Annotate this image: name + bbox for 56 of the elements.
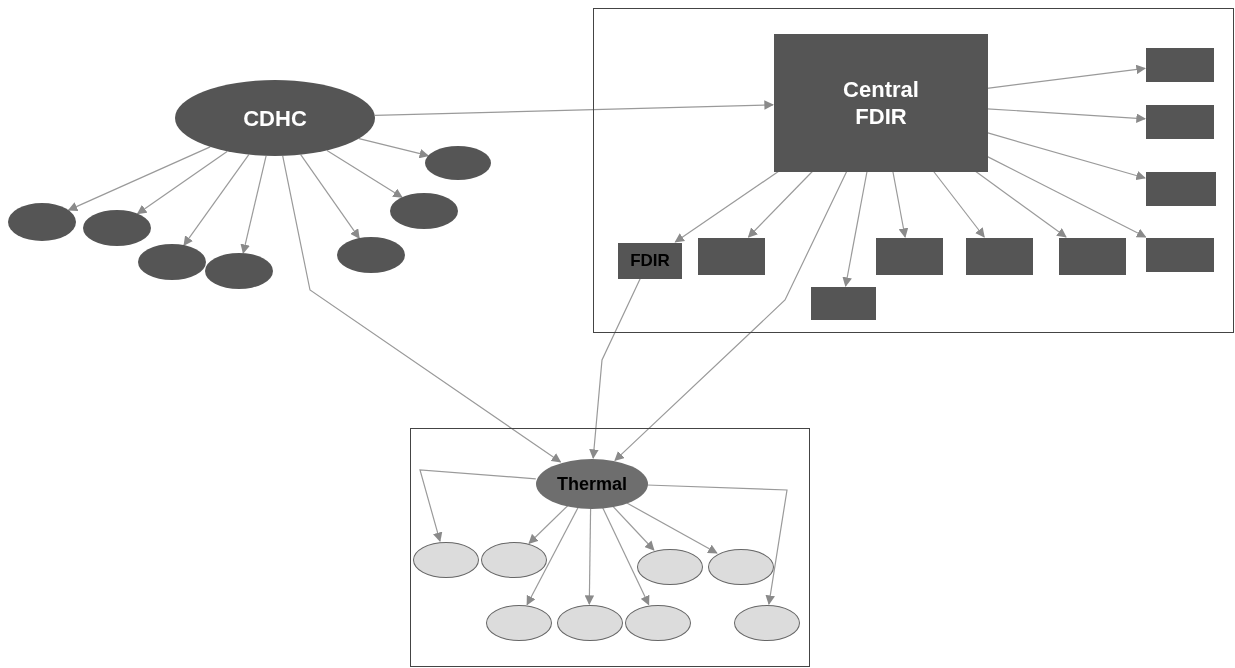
group-frame [593, 8, 1234, 333]
ellipse-node [734, 605, 800, 641]
connector-arrow [625, 501, 718, 554]
process-box [1146, 105, 1214, 139]
connector-arrow [747, 170, 814, 238]
connector-arrow [526, 506, 579, 606]
ellipse-node [413, 542, 479, 578]
process-box [966, 238, 1033, 275]
node-label: FDIR [630, 250, 670, 273]
connector-arrow [419, 469, 537, 543]
process-box [1059, 238, 1126, 275]
ellipse-node [625, 605, 691, 641]
connector-arrow [674, 170, 780, 243]
node-label: Thermal [557, 472, 627, 496]
ellipse-node [83, 210, 151, 246]
connector-arrow [584, 507, 595, 605]
process-box [1146, 238, 1214, 272]
connector-arrow [932, 170, 985, 238]
connector-arrow [892, 170, 909, 238]
process-box [1146, 172, 1216, 206]
node-label: CDHC [243, 104, 307, 133]
connector-arrow [358, 138, 430, 159]
connector-arrow [282, 155, 562, 463]
ellipse-node [557, 605, 623, 641]
node-label: Central FDIR [842, 75, 920, 131]
connector-arrow [300, 154, 360, 239]
ellipse-node [425, 146, 491, 180]
ellipse-node [138, 244, 206, 280]
ellipse-node [708, 549, 774, 585]
connector-arrow [326, 149, 403, 198]
connector-arrow [589, 277, 642, 459]
ellipse-node [8, 203, 76, 241]
ellipse-node [637, 549, 703, 585]
process-box [698, 238, 765, 275]
ellipse-node [205, 253, 273, 289]
connector-arrow [842, 170, 868, 287]
connector-arrow [974, 170, 1067, 238]
connector-arrow [614, 170, 848, 462]
connector-arrow [528, 505, 569, 544]
ellipse-node [486, 605, 552, 641]
ellipse-node [337, 237, 405, 273]
connector-arrow [646, 484, 788, 606]
process-box [618, 243, 682, 279]
connector-arrow [136, 150, 228, 215]
connector-arrow [374, 100, 774, 116]
connector-arrow [602, 506, 650, 606]
ellipse-node [481, 542, 547, 578]
connector-arrow [240, 155, 267, 255]
connector-arrow [183, 154, 250, 246]
process-box [1146, 48, 1214, 82]
group-frame [410, 428, 810, 667]
process-box [876, 238, 943, 275]
process-box [811, 287, 876, 320]
process-box [774, 34, 988, 172]
connector-arrow [67, 146, 211, 211]
ellipse-node [390, 193, 458, 229]
